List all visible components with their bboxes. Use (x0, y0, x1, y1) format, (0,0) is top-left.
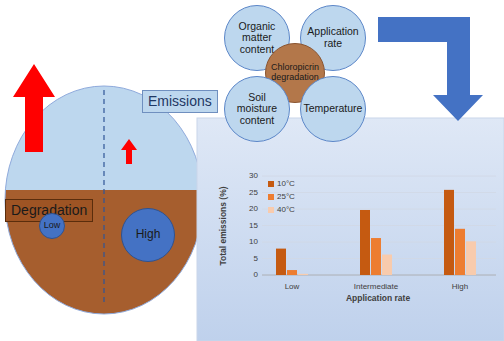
node-text: Emissions (148, 94, 212, 109)
bar (287, 270, 297, 275)
legend-item: 40°C (268, 206, 295, 215)
label-box: Emissions (142, 90, 218, 113)
node-text: Soil moisture content (230, 92, 284, 127)
category-label: Low (285, 283, 300, 292)
circle-shape (122, 209, 175, 262)
tick-label: 15 (249, 221, 258, 230)
legend-item: 25°C (268, 193, 295, 202)
node-text: High (136, 228, 161, 241)
circle-shape (40, 214, 65, 239)
bar (276, 249, 286, 275)
node-text: Low (44, 221, 61, 231)
tick-label: 0 (254, 271, 258, 280)
gridline (262, 192, 496, 193)
large-emission-arrow (13, 64, 55, 152)
factor-circle: Soil moisture content (224, 76, 290, 142)
circle-shape (225, 77, 290, 142)
gridline (262, 176, 496, 177)
legend-text: 40°C (277, 206, 295, 215)
gridline (262, 209, 496, 210)
divider-line (103, 90, 104, 306)
bar (360, 210, 370, 275)
axis-title: Total emissions (%) (219, 186, 228, 265)
legend-swatch (268, 194, 274, 200)
circle-shape (301, 77, 366, 142)
flow-arrow (378, 17, 483, 121)
node-text: Chloropicrin degradation (267, 63, 323, 83)
small-emission-arrow (121, 139, 137, 164)
soil-region (5, 190, 203, 314)
node-text: Application rate (305, 26, 361, 49)
rate-circle: Low (39, 213, 65, 239)
gridline (262, 225, 496, 226)
category-label: High (452, 283, 468, 292)
chart-panel (197, 118, 504, 341)
category-label: Intermediate (354, 283, 398, 292)
bar (455, 229, 465, 275)
bar (298, 274, 308, 275)
bar (444, 190, 454, 275)
bar (466, 241, 476, 275)
bar (371, 238, 381, 275)
rate-circle: High (121, 208, 175, 262)
tick-label: 30 (249, 172, 258, 181)
node-text: Temperature (304, 103, 363, 115)
tick-label: 10 (249, 238, 258, 247)
bar (382, 255, 392, 275)
tick-label: 20 (249, 205, 258, 214)
axis-title: Application rate (346, 294, 410, 303)
legend-swatch (268, 207, 274, 213)
legend-text: 10°C (277, 180, 295, 189)
chart-panel-edge (197, 118, 504, 341)
bar-chart (262, 176, 496, 275)
legend-swatch (268, 181, 274, 187)
tick-label: 5 (254, 254, 258, 263)
legend-text: 25°C (277, 193, 295, 202)
factor-circle: Temperature (300, 76, 366, 142)
tick-label: 25 (249, 188, 258, 197)
legend-item: 10°C (268, 180, 295, 189)
